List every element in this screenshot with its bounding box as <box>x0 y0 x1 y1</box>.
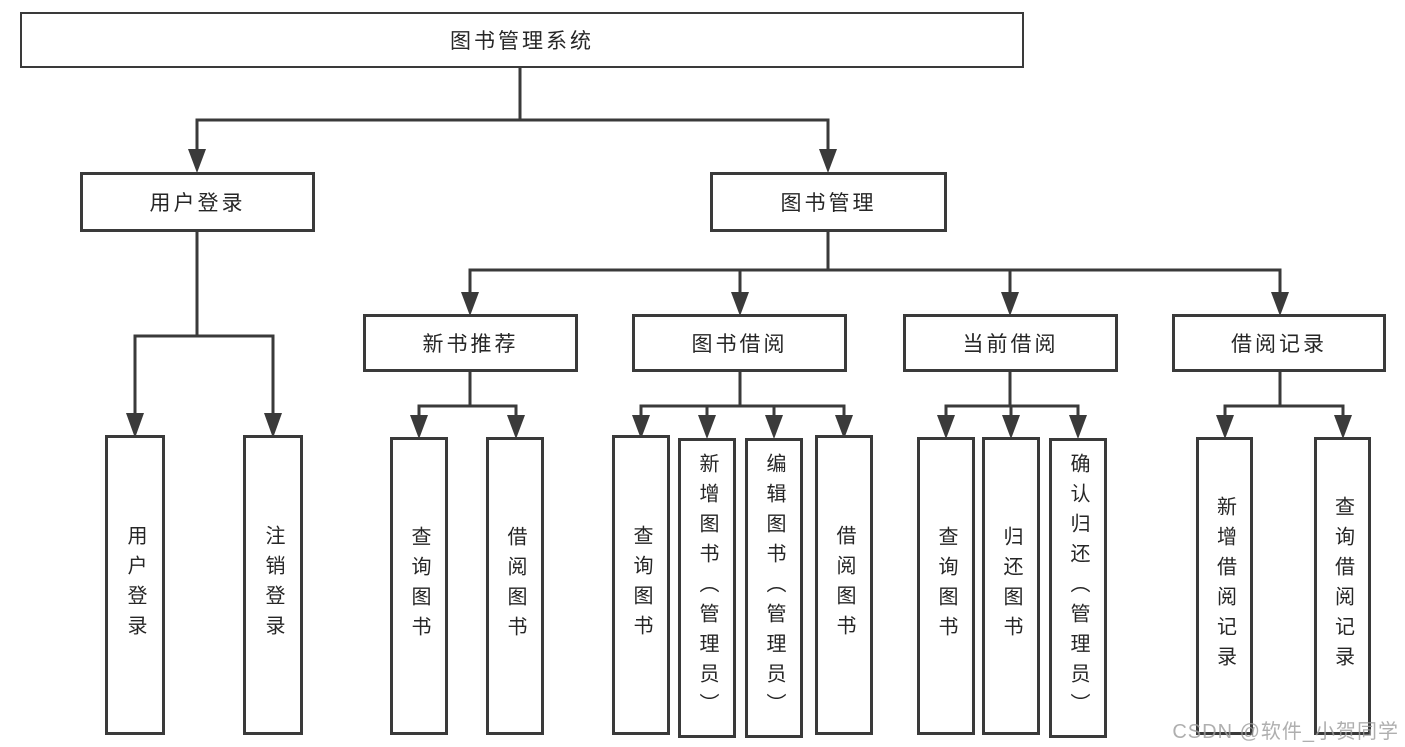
node-label: 图书管理系统 <box>450 30 594 53</box>
node-label: 图书管理 <box>780 192 877 215</box>
leaf-records-add-record: 新增借阅记录 <box>1196 437 1253 735</box>
node-label: 新增图书（管理员） <box>696 453 718 723</box>
node-book-management-branch: 图书管理 <box>710 172 947 232</box>
node-label: 查询图书 <box>408 526 430 646</box>
node-label: 借阅图书 <box>504 526 526 646</box>
node-label: 图书借阅 <box>691 333 788 356</box>
leaf-borrow-query-books: 查询图书 <box>612 435 670 735</box>
node-label: 查询图书 <box>935 526 957 646</box>
node-current-borrowing: 当前借阅 <box>903 314 1118 372</box>
node-label: 用户登录 <box>149 192 246 215</box>
csdn-watermark: CSDN @软件_小贺同学 <box>1172 721 1399 743</box>
leaf-current-confirm-return-admin: 确认归还（管理员） <box>1049 438 1107 738</box>
leaf-borrow-add-books-admin: 新增图书（管理员） <box>678 438 736 738</box>
node-label: 借阅记录 <box>1231 333 1327 356</box>
node-label: 新增借阅记录 <box>1213 496 1236 676</box>
node-label: 确认归还（管理员） <box>1067 453 1089 723</box>
leaf-current-query-books: 查询图书 <box>917 437 975 735</box>
node-label: 用户登录 <box>124 525 146 645</box>
leaf-borrow-borrow-books: 借阅图书 <box>815 435 873 735</box>
leaf-user-login: 用户登录 <box>105 435 165 735</box>
leaf-logout: 注销登录 <box>243 435 303 735</box>
node-label: 借阅图书 <box>833 525 855 645</box>
node-label: 注销登录 <box>262 525 284 645</box>
node-new-book-recommend: 新书推荐 <box>363 314 578 372</box>
node-label: 查询图书 <box>630 525 652 645</box>
leaf-borrow-edit-books-admin: 编辑图书（管理员） <box>745 438 803 738</box>
leaf-newrec-query-books: 查询图书 <box>390 437 448 735</box>
node-book-management-system: 图书管理系统 <box>20 12 1024 68</box>
node-book-borrowing: 图书借阅 <box>632 314 847 372</box>
node-borrowing-records: 借阅记录 <box>1172 314 1386 372</box>
leaf-records-query-record: 查询借阅记录 <box>1314 437 1371 735</box>
node-label: 编辑图书（管理员） <box>763 453 785 723</box>
leaf-current-return-books: 归还图书 <box>982 437 1040 735</box>
node-label: 当前借阅 <box>962 333 1059 356</box>
node-user-login-branch: 用户登录 <box>80 172 315 232</box>
node-label: 归还图书 <box>1000 526 1022 646</box>
node-label: 新书推荐 <box>422 333 519 356</box>
node-label: 查询借阅记录 <box>1331 496 1354 676</box>
leaf-newrec-borrow-books: 借阅图书 <box>486 437 544 735</box>
